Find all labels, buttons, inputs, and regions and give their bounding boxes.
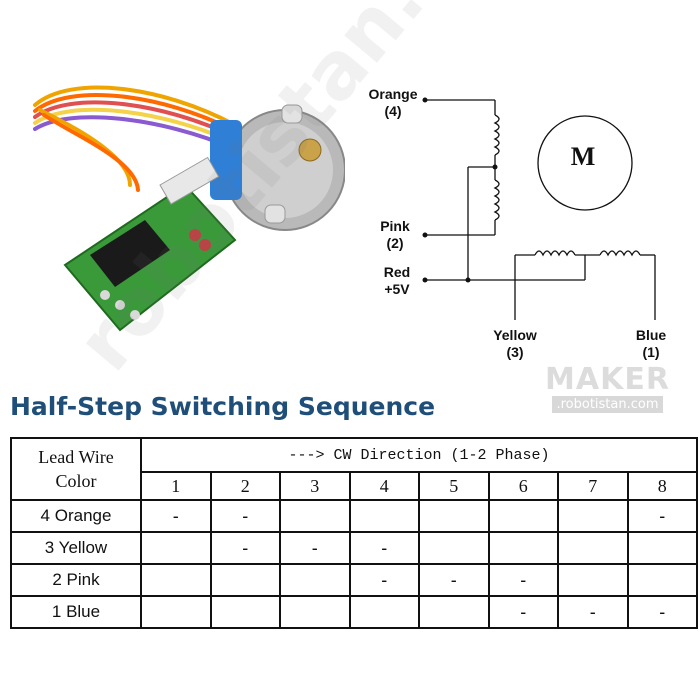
table-cell: - [626,595,698,629]
maker-watermark: MAKER .robotistan.com [530,365,685,413]
table-cell [418,531,490,565]
motor-symbol: M [570,142,596,171]
driver-board [63,156,237,332]
row-label: 4 Orange [10,499,142,533]
wire-bundle [33,85,237,192]
table-cell: - [487,563,559,597]
label-blue: Blue (1) [616,327,686,361]
table-cell: - [140,499,212,533]
table-cell [140,563,212,597]
table-cell [418,595,490,629]
table-cell [140,595,212,629]
label-pink: Pink (2) [360,218,430,252]
label-red-num: +5V [384,281,410,297]
table-cell [626,563,698,597]
step-number: 3 [279,471,351,501]
table-cell [626,531,698,565]
step-number: 8 [626,471,698,501]
table-cell [279,595,351,629]
label-red-name: Red [383,264,411,280]
label-orange-num: (4) [384,103,402,119]
switching-sequence-table: Lead Wire Color ---> CW Direction (1-2 P… [10,437,698,629]
table-cell [557,531,629,565]
table-cell [557,563,629,597]
step-number: 7 [557,471,629,501]
label-orange: Orange (4) [358,86,428,120]
row-label: 3 Yellow [10,531,142,565]
label-pink-name: Pink [380,218,410,234]
maker-watermark-text: MAKER [545,362,670,397]
lead-wire-header-line2: Color [55,471,97,491]
table-cell: - [279,531,351,565]
step-number-row: 1 2 3 4 5 6 7 8 [11,471,698,501]
table-cell: - [626,499,698,533]
table-row: 3 Yellow - - - [10,531,698,565]
table-cell [487,531,559,565]
table-cell [140,531,212,565]
table-row: 1 Blue - - - [10,595,698,629]
label-blue-name: Blue [635,327,667,343]
table-cell [557,499,629,533]
table-header-row: Lead Wire Color ---> CW Direction (1-2 P… [10,437,698,501]
table-cell [209,563,281,597]
wiring-schematic [422,97,656,320]
table-cell [279,499,351,533]
motor-driver-photo [33,85,345,332]
table-cell: - [209,531,281,565]
table-cell [418,499,490,533]
lead-wire-header-line1: Lead Wire [38,447,114,467]
table-cell [209,595,281,629]
table-cell: - [557,595,629,629]
table-cell: - [487,595,559,629]
step-number: 1 [140,471,212,501]
table-cell [348,595,420,629]
table-cell: - [209,499,281,533]
table-cell: - [348,531,420,565]
label-yellow-num: (3) [506,344,524,360]
label-yellow-name: Yellow [493,327,537,343]
row-label: 1 Blue [10,595,142,629]
direction-header: ---> CW Direction (1-2 Phase) [140,437,698,473]
table-row: 4 Orange - - - [10,499,698,533]
stepper-motor [210,104,345,231]
label-pink-num: (2) [386,235,404,251]
lead-wire-header: Lead Wire Color [10,437,142,501]
step-number: 5 [418,471,490,501]
maker-watermark-site: .robotistan.com [552,396,663,413]
table-row: 2 Pink - - - [10,563,698,597]
label-orange-name: Orange [368,86,418,102]
table-cell [487,499,559,533]
table-cell [279,563,351,597]
table-cell [348,499,420,533]
table-cell: - [418,563,490,597]
label-red: Red +5V [362,264,432,298]
label-blue-num: (1) [642,344,660,360]
step-number: 2 [209,471,281,501]
label-yellow: Yellow (3) [480,327,550,361]
step-number: 4 [348,471,420,501]
step-number: 6 [487,471,559,501]
table-cell: - [348,563,420,597]
row-label: 2 Pink [10,563,142,597]
sequence-title: Half-Step Switching Sequence [10,392,436,421]
